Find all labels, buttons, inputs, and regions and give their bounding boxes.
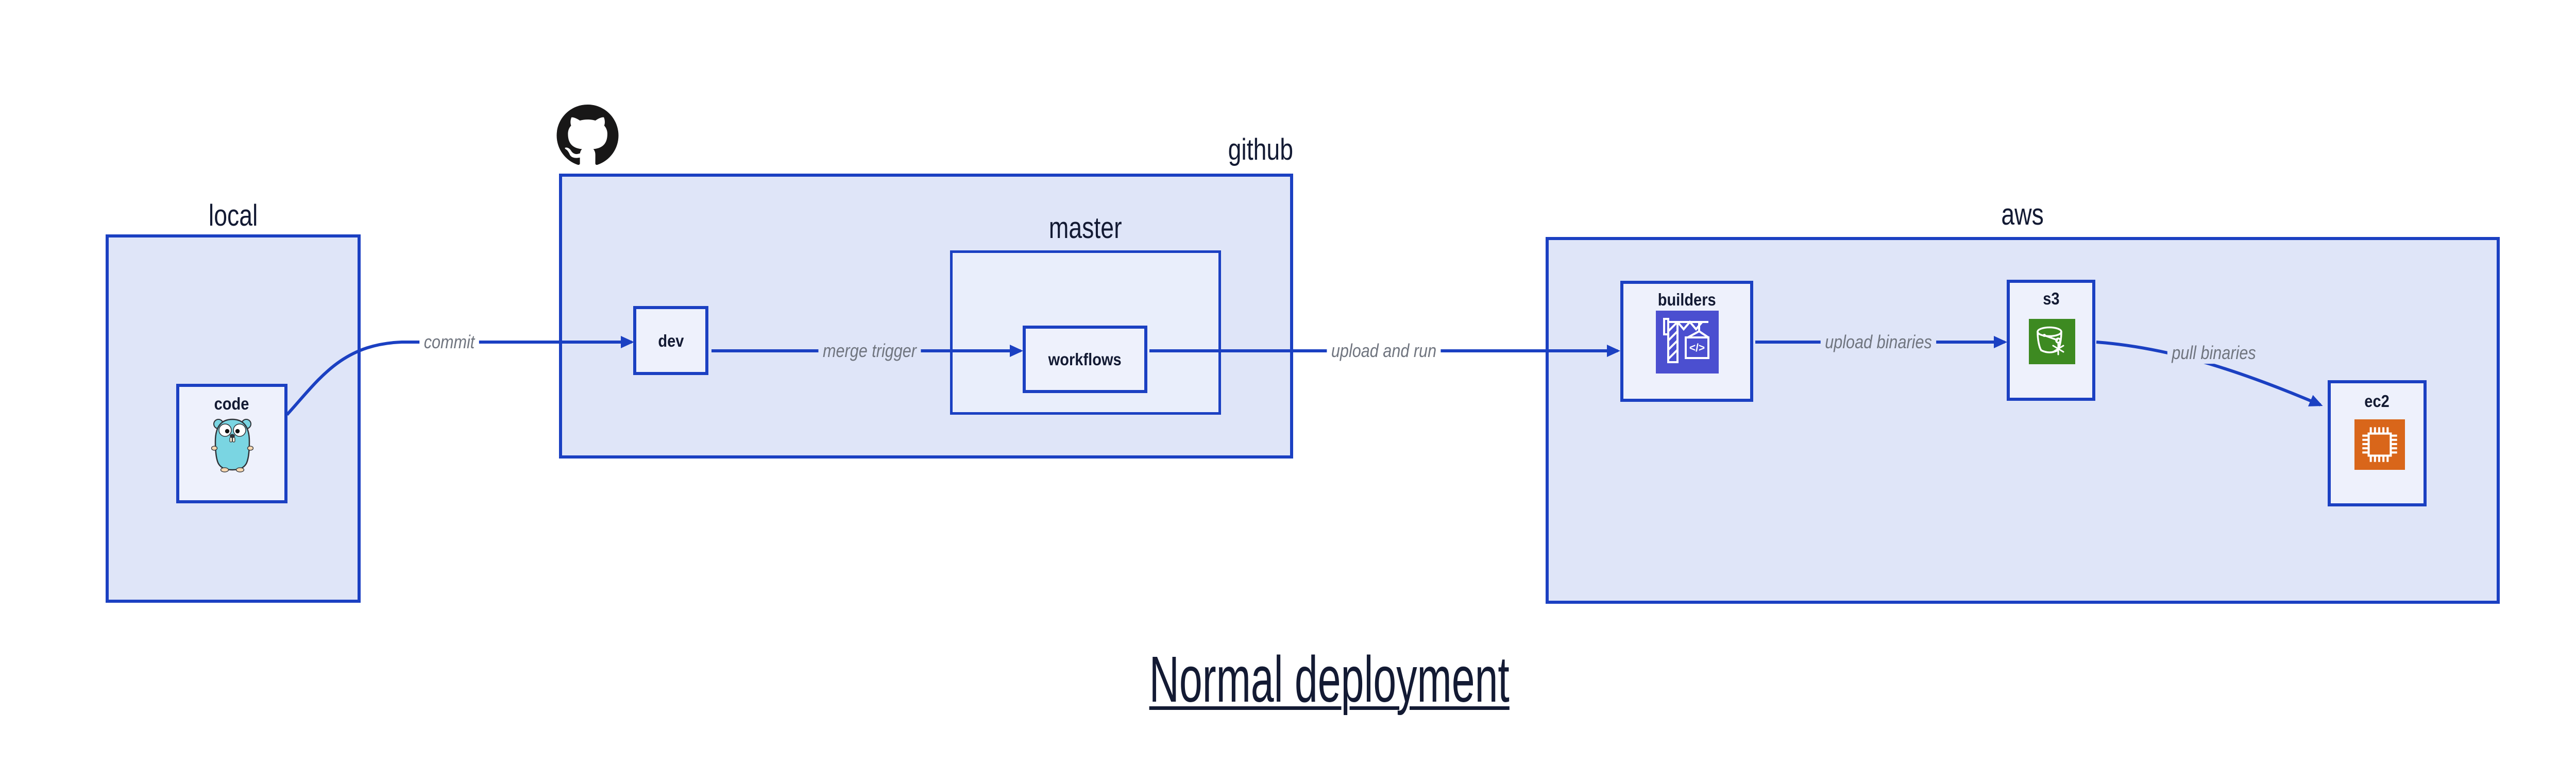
master-container-label: master	[1049, 211, 1122, 245]
node-ec2-label: ec2	[2364, 392, 2390, 411]
node-workflows-label: workflows	[1048, 350, 1122, 369]
svg-text:</>: </>	[1689, 342, 1705, 354]
diagram-title-text: Normal deployment	[1149, 643, 1510, 716]
github-container-label: github	[1228, 133, 1293, 166]
local-container-label: local	[208, 199, 258, 232]
go-gopher-icon	[211, 418, 253, 472]
node-builders-label: builders	[1657, 290, 1716, 309]
node-workflows: workflows	[1023, 326, 1147, 393]
node-builders: builders </>	[1620, 281, 1753, 402]
node-dev: dev	[633, 306, 708, 375]
edge-merge-trigger-label: merge trigger	[818, 340, 921, 362]
aws-s3-glacier-bucket-icon	[2029, 319, 2075, 364]
node-s3: s3	[2007, 280, 2095, 401]
aws-codebuild-icon: </>	[1656, 311, 1719, 373]
node-dev-label: dev	[657, 331, 684, 350]
edge-commit-label: commit	[419, 331, 479, 353]
node-ec2: ec2	[2328, 380, 2427, 506]
diagram-title: Normal deployment	[1048, 647, 1563, 712]
node-code: code	[176, 384, 287, 503]
aws-ec2-chip-icon	[2354, 419, 2405, 470]
node-code-label: code	[214, 394, 249, 413]
edge-upload-and-run-label: upload and run	[1327, 340, 1441, 362]
github-octocat-icon	[556, 105, 619, 165]
node-s3-label: s3	[2042, 289, 2060, 308]
edge-upload-binaries-label: upload binaries	[1820, 331, 1937, 353]
edge-pull-binaries-label: pull binaries	[2167, 342, 2261, 364]
edge-commit	[285, 336, 634, 416]
aws-container-label: aws	[2001, 198, 2044, 231]
